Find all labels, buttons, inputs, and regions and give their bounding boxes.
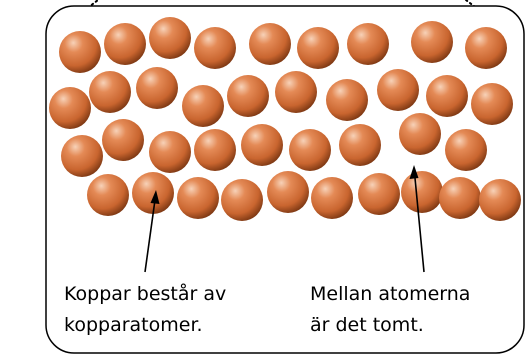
copper-atom [194,27,236,69]
copper-atom [401,171,443,213]
copper-atom [59,31,101,73]
copper-atom [149,17,191,59]
copper-atom [227,75,269,117]
copper-atom [104,23,146,65]
copper-atom [275,71,317,113]
copper-atom [249,23,291,65]
copper-atom [399,113,441,155]
copper-atom [326,79,368,121]
copper-atom [411,21,453,63]
copper-atom [61,135,103,177]
copper-atom [465,27,507,69]
copper-atom [132,172,174,214]
copper-atom [267,171,309,213]
copper-atom [439,177,481,219]
copper-atom [297,27,339,69]
annotation-copper-line2: kopparatomer. [64,314,203,336]
copper-atom [89,71,131,113]
copper-atom [182,85,224,127]
copper-atom [136,67,178,109]
copper-atom [194,129,236,171]
copper-atom [471,83,513,125]
copper-atom [426,75,468,117]
annotation-copper-line1: Koppar består av [64,282,226,305]
copper-atom [311,177,353,219]
copper-atom [177,177,219,219]
copper-atom [358,173,400,215]
copper-atom [221,179,263,221]
copper-atom [87,174,129,216]
copper-atom [445,129,487,171]
copper-atom [377,69,419,111]
copper-atom [102,119,144,161]
annotation-gap-line1: Mellan atomerna [310,283,470,305]
copper-atom [49,87,91,129]
copper-atom [149,131,191,173]
copper-atom [479,179,521,221]
copper-atom [289,129,331,171]
copper-atom [241,124,283,166]
copper-atom [347,23,389,65]
annotation-gap-line2: är det tomt. [310,314,424,336]
copper-atom [339,124,381,166]
